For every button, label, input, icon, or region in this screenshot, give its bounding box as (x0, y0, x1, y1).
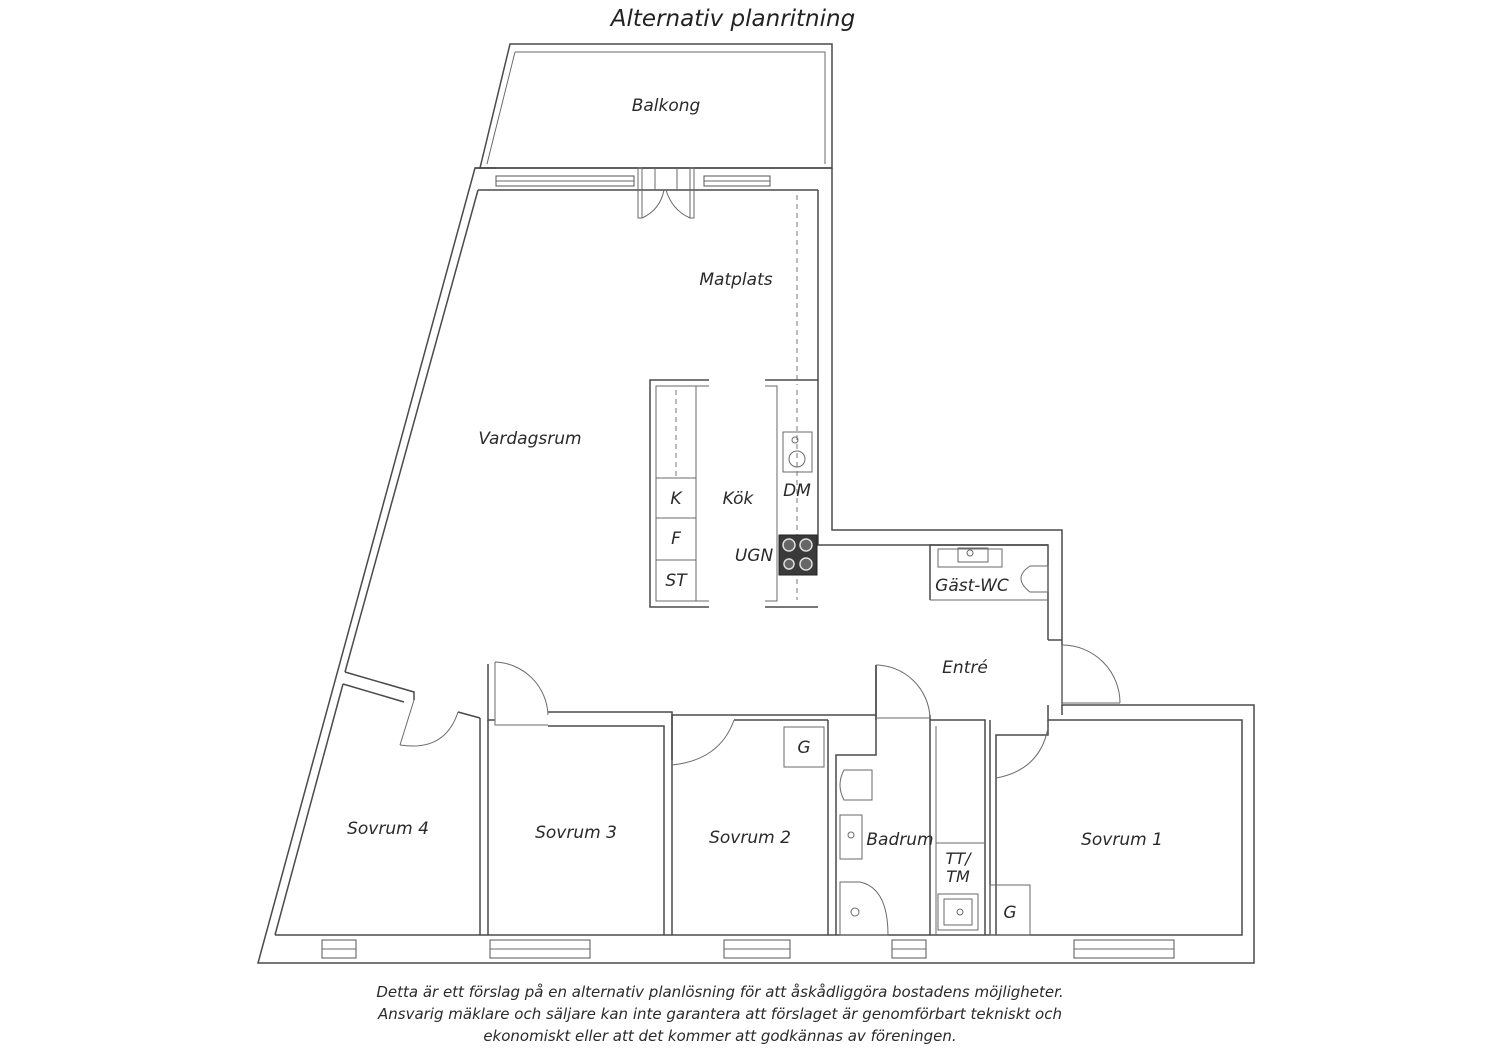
label-vardagsrum: Vardagsrum (478, 429, 581, 449)
sovrum-1-walls (989, 720, 1049, 936)
plan-title: Alternativ planritning (610, 6, 856, 32)
label-ugn: UGN (735, 546, 774, 566)
label-tt: TT/ (946, 849, 973, 868)
outer-walls (257, 167, 1255, 964)
label-entre: Entré (942, 658, 988, 678)
toilet-icon (1020, 565, 1049, 593)
label-balkong: Balkong (632, 96, 701, 116)
guest-wc (929, 544, 1049, 601)
label-sovrum-3: Sovrum 3 (535, 823, 617, 843)
laundry-closet (930, 719, 986, 935)
toilet-icon (839, 769, 873, 801)
label-tm: TM (946, 867, 970, 886)
disclaimer-line-2: Ansvarig mäklare och säljare kan inte ga… (377, 1005, 1062, 1023)
label-g-sovrum-1: G (1003, 903, 1016, 923)
sovrum-2-walls (671, 714, 876, 935)
label-dm: DM (783, 481, 811, 501)
windows (321, 175, 1175, 959)
label-g-sovrum-2: G (797, 738, 810, 758)
label-st: ST (665, 571, 688, 591)
label-k: K (670, 489, 683, 509)
balcony-door (637, 167, 695, 219)
label-kok: Kök (723, 489, 755, 509)
label-matplats: Matplats (699, 270, 772, 290)
sink-icon (839, 814, 863, 860)
label-gast-wc: Gäst-WC (935, 576, 1009, 596)
disclaimer-line-1: Detta är ett förslag på en alternativ pl… (376, 983, 1064, 1001)
sovrum-3-walls (487, 661, 673, 935)
label-sovrum-1: Sovrum 1 (1081, 830, 1163, 850)
label-sovrum-2: Sovrum 2 (709, 828, 791, 848)
kitchen-left-counter (649, 379, 709, 608)
sovrum-4-walls (342, 671, 489, 935)
bathroom (835, 664, 931, 936)
sink-icon (957, 547, 989, 563)
label-badrum: Badrum (866, 830, 933, 850)
entrance-door (1048, 639, 1121, 705)
label-f: F (671, 529, 681, 549)
disclaimer-line-3: ekonomiskt eller att det kommer att godk… (483, 1027, 957, 1045)
shower-icon (839, 881, 889, 936)
kitchen-right-counter (765, 379, 818, 608)
disclaimer: Detta är ett förslag på en alternativ pl… (300, 981, 1140, 1047)
label-sovrum-4: Sovrum 4 (347, 819, 429, 839)
